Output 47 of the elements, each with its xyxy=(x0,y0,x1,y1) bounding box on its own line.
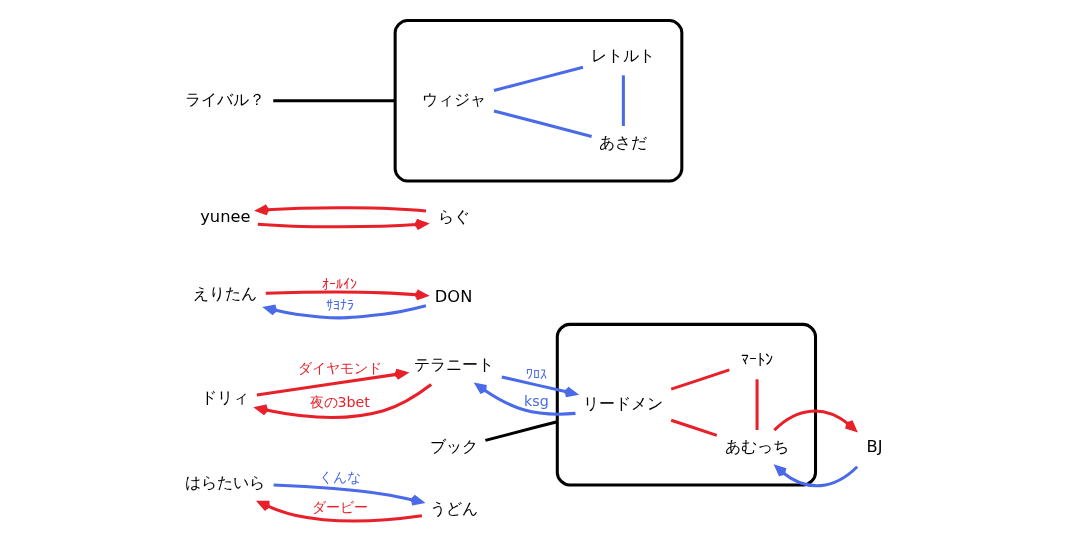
node-text: あむっち xyxy=(725,437,790,457)
node-text: レトルト xyxy=(591,45,656,65)
node-text: ドリィ xyxy=(201,388,250,408)
connector xyxy=(485,420,558,442)
node-text: リードメン xyxy=(583,393,664,413)
connector xyxy=(670,368,730,391)
edge-label: ダイヤモンド xyxy=(297,360,382,377)
arrow xyxy=(265,289,428,301)
edge-label: ｵｰﾙｲﾝ xyxy=(322,276,358,292)
arrow xyxy=(256,204,427,216)
node-text: ライバル？ xyxy=(185,89,266,109)
arrow xyxy=(475,383,576,416)
connector xyxy=(670,418,718,437)
node-text: テラニート xyxy=(413,354,494,374)
edge-label: ksg xyxy=(524,392,549,409)
node-text: DON xyxy=(434,286,473,306)
arrow xyxy=(264,304,427,320)
connector xyxy=(621,75,625,126)
connector xyxy=(493,65,584,92)
connector xyxy=(755,379,759,430)
edge-label: くんな xyxy=(318,469,361,486)
connector xyxy=(273,99,396,103)
node-text: ウィジャ xyxy=(421,89,486,109)
arrow xyxy=(773,409,857,432)
node-text: えりたん xyxy=(193,283,258,303)
node-text: うどん xyxy=(429,499,478,519)
arrow xyxy=(255,383,433,419)
node-text: あさだ xyxy=(599,133,648,153)
arrow xyxy=(257,500,423,523)
arrow xyxy=(256,368,408,397)
arrow xyxy=(774,465,859,488)
edge-label: ﾜﾛｽ xyxy=(525,366,547,383)
node-text: ﾏｰﾄﾝ xyxy=(741,349,774,369)
arrow xyxy=(273,483,424,506)
node-text: ブック xyxy=(429,437,478,457)
node-text: はらたいら xyxy=(185,472,266,492)
node-text: yunee xyxy=(200,206,251,226)
edge-label: ダービー xyxy=(311,498,368,515)
cluster xyxy=(393,18,684,183)
edge-label: ｻﾖﾅﾗ xyxy=(325,297,354,314)
arrow xyxy=(257,218,428,231)
arrow xyxy=(501,375,578,398)
cluster xyxy=(555,322,818,487)
node-text: らぐ xyxy=(437,206,470,226)
edge-label: 夜の3bet xyxy=(309,393,370,410)
connector xyxy=(493,109,593,138)
node-text: BJ xyxy=(866,437,883,457)
